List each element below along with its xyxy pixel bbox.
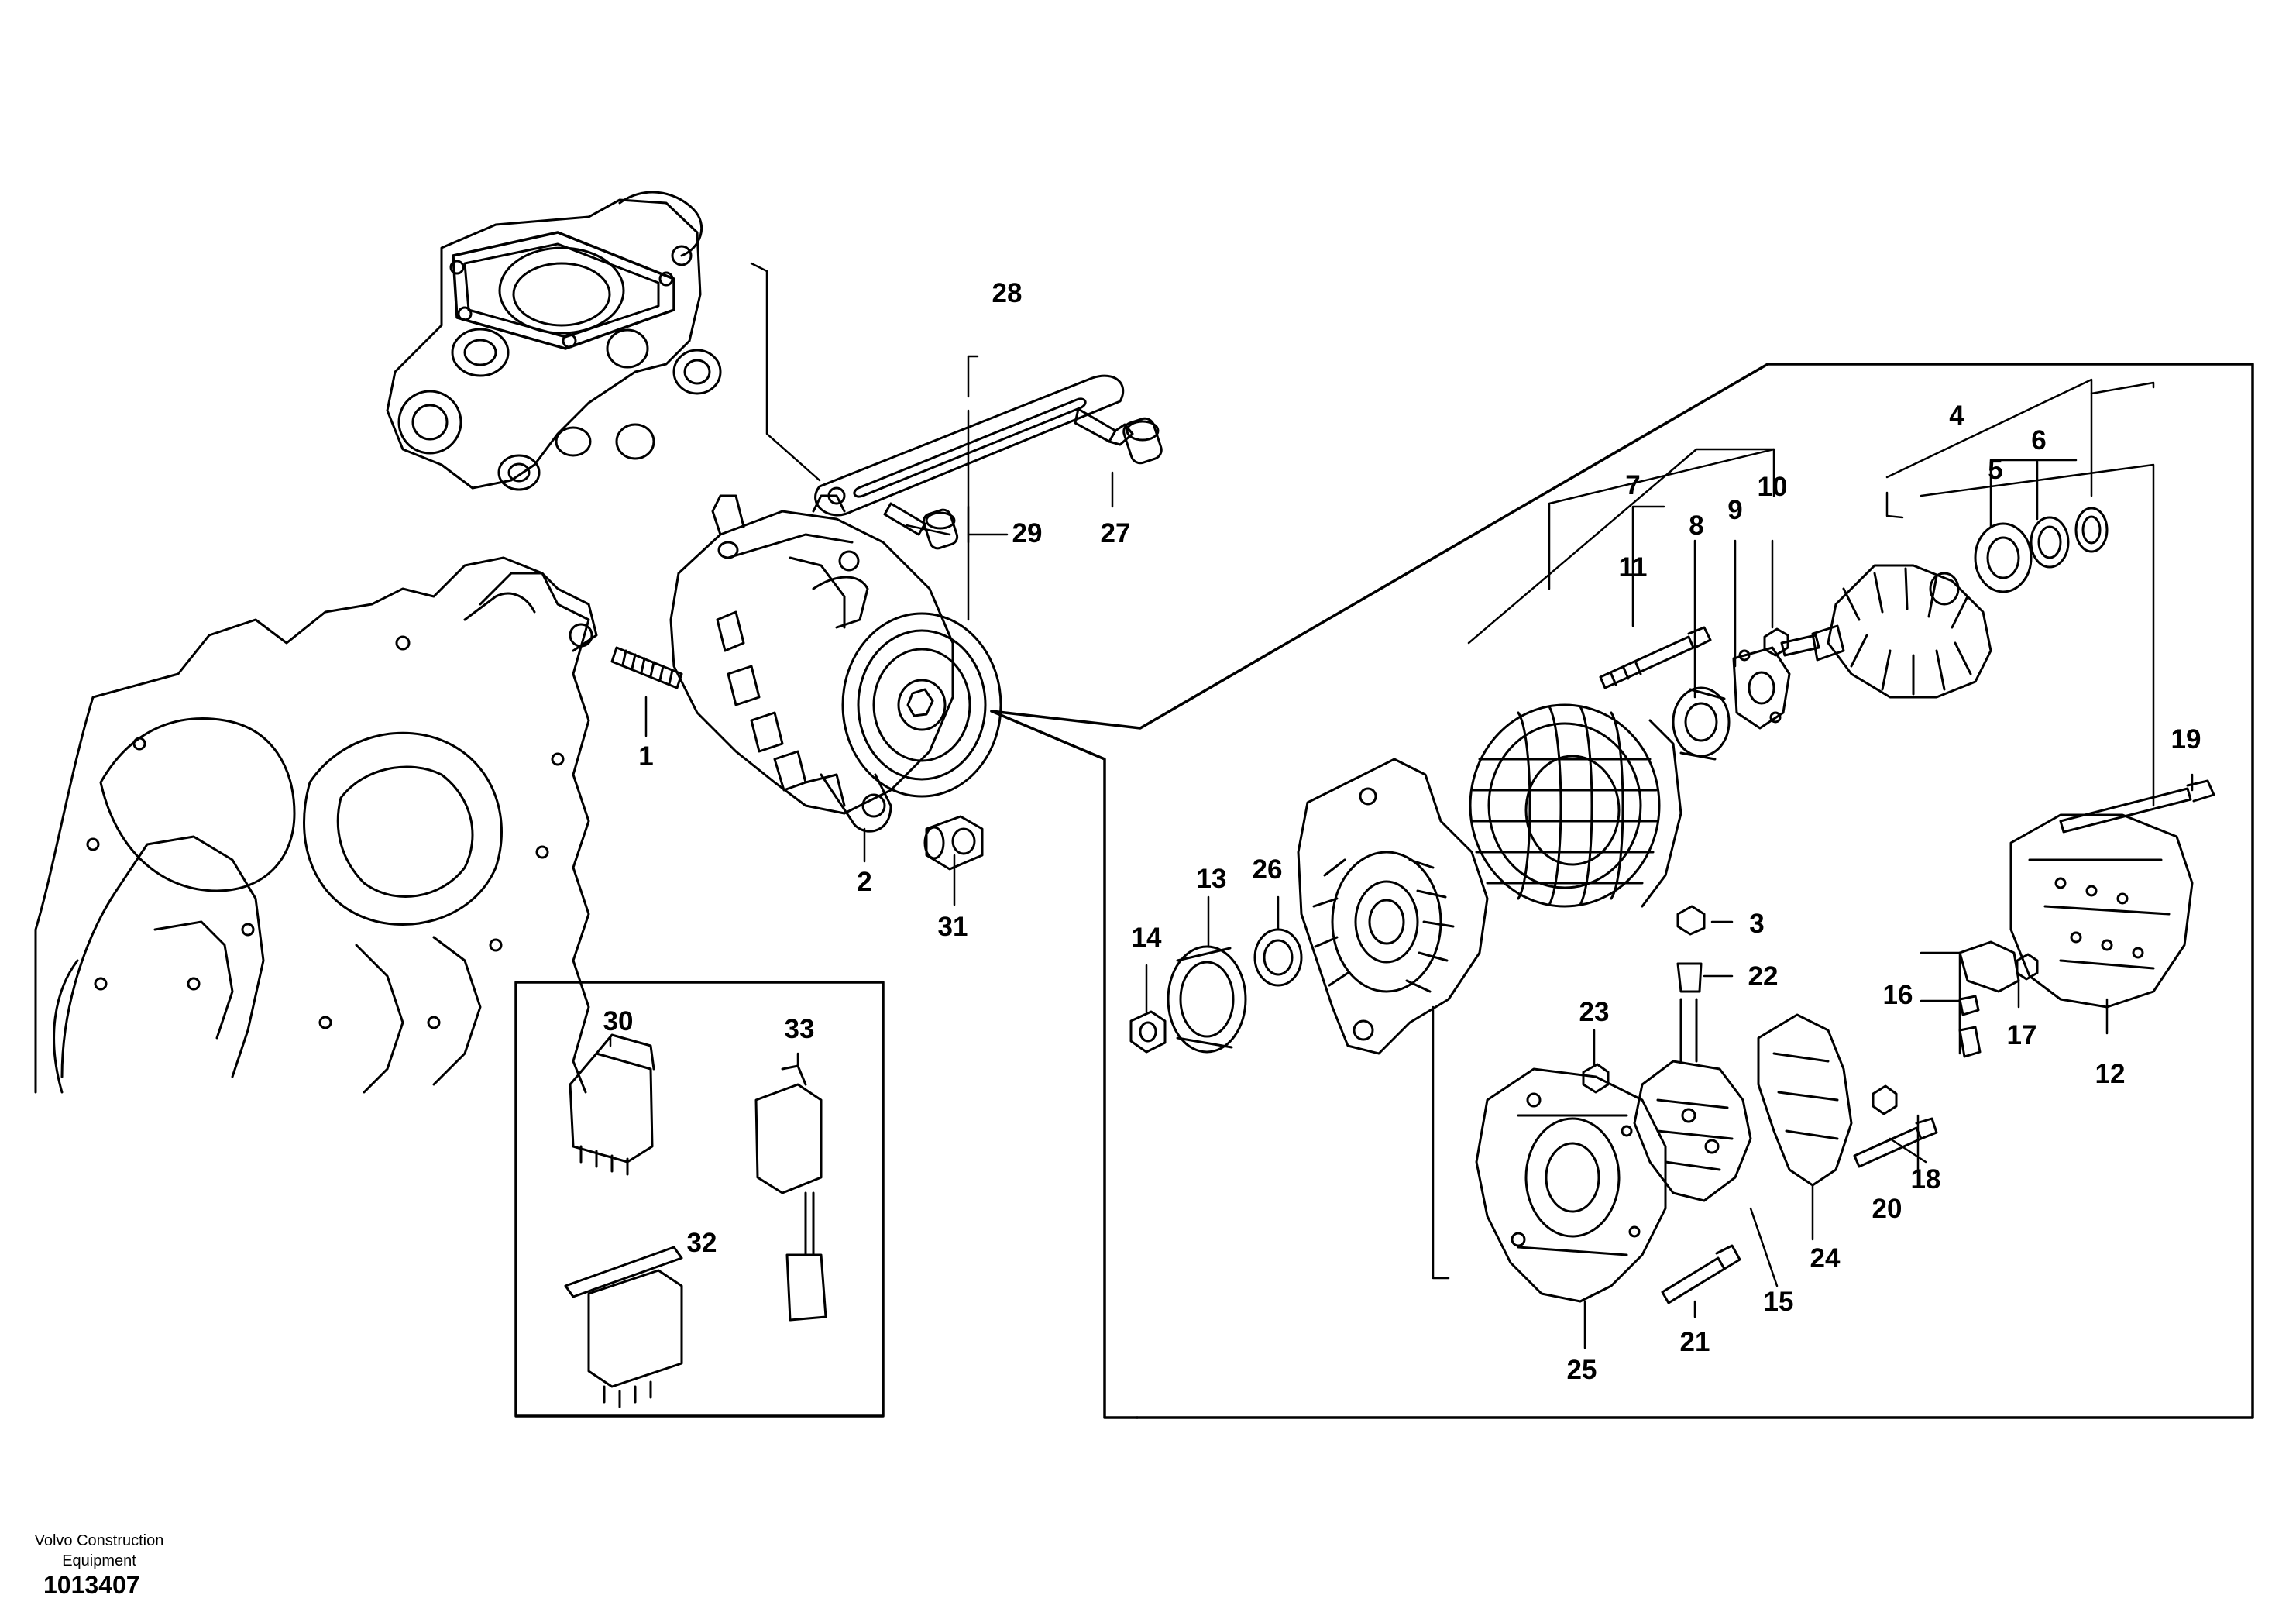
callout-27: 27 (1101, 518, 1131, 548)
callout-21: 21 (1680, 1327, 1710, 1357)
insulator-22-drawing (1676, 962, 1703, 1063)
relay-32-drawing (564, 1246, 683, 1408)
detail-frame-alternator-breakdown (990, 363, 2254, 1419)
callout-14: 14 (1132, 923, 1162, 953)
callout-28: 28 (992, 278, 1023, 308)
regulator-24-drawing (1757, 1013, 1853, 1187)
callout-16: 16 (1883, 980, 1913, 1010)
retainer-plate-9-drawing (1732, 646, 1791, 730)
company-name: Volvo Construction Equipment (22, 1531, 177, 1571)
bearing-5-drawing (1974, 522, 2033, 593)
stud-11-drawing (1599, 626, 1712, 689)
bolt-19-drawing (2059, 779, 2215, 834)
callout-8: 8 (1689, 510, 1703, 541)
document-number: 1013407 (43, 1571, 140, 1599)
callout-24: 24 (1810, 1243, 1841, 1274)
callout-33: 33 (785, 1014, 815, 1044)
end-frame-25-drawing (1475, 1067, 1667, 1303)
screw-17-drawing (2016, 953, 2039, 981)
callout-15: 15 (1764, 1287, 1794, 1317)
callout-6: 6 (2031, 425, 2046, 455)
company-name-line2: Equipment (62, 1552, 136, 1569)
stud-1-drawing (610, 646, 683, 689)
inset-frame-electrical-modules (514, 981, 885, 1418)
stator-drawing (1469, 703, 1682, 908)
callout-4: 4 (1949, 400, 1964, 431)
pulley-13-drawing (1167, 945, 1247, 1054)
relay-30-drawing (569, 1033, 655, 1176)
washer-drawing (2074, 507, 2109, 553)
callout-10: 10 (1758, 472, 1788, 502)
callout-30: 30 (603, 1006, 634, 1036)
terminal-3-drawing (1676, 905, 1706, 936)
callout-26: 26 (1253, 854, 1283, 885)
callout-5: 5 (1988, 455, 2002, 485)
spacer-6-drawing (2030, 516, 2070, 569)
callout-labels: 1 2 31 28 29 27 7 11 8 9 10 4 5 6 19 13 … (603, 278, 2201, 1385)
nut-14-drawing (1129, 1010, 1167, 1054)
callout-7: 7 (1625, 470, 1640, 500)
callout-17: 17 (2007, 1020, 2037, 1050)
controller-33-drawing (754, 1064, 827, 1322)
nut-31-drawing (923, 815, 984, 871)
water-pump-housing-drawing (386, 191, 722, 491)
callout-32: 32 (687, 1228, 717, 1258)
nut-18-drawing (1872, 1084, 1898, 1115)
bolt-27-drawing (1074, 407, 1163, 465)
bolt-20-drawing (1853, 1117, 1938, 1168)
callout-25: 25 (1567, 1355, 1597, 1385)
rectifier-15-drawing (1633, 1060, 1752, 1202)
collar-26-drawing (1253, 928, 1303, 987)
callout-3: 3 (1749, 909, 1764, 939)
alternator-assembly-drawing (669, 494, 1002, 833)
bolt-29-drawing (883, 502, 959, 550)
callout-23: 23 (1579, 997, 1610, 1027)
leader-lines (609, 262, 2194, 1349)
callout-31: 31 (938, 912, 968, 942)
callout-1: 1 (638, 741, 653, 772)
bolt-21-drawing (1661, 1244, 1741, 1304)
front-housing-drawing (1297, 758, 1489, 1055)
callout-20: 20 (1872, 1194, 1902, 1224)
engine-block-drawing (34, 556, 598, 1094)
callout-2: 2 (857, 867, 871, 897)
nut-23-drawing (1582, 1063, 1610, 1094)
rotor-4-drawing (1780, 564, 1992, 699)
callout-13: 13 (1197, 864, 1227, 894)
callout-29: 29 (1012, 518, 1043, 548)
callout-18: 18 (1911, 1164, 1941, 1194)
callout-22: 22 (1748, 961, 1779, 992)
callout-11: 11 (1619, 552, 1648, 583)
callout-19: 19 (2171, 724, 2201, 755)
bearing-8-drawing (1672, 686, 1731, 761)
callout-9: 9 (1727, 495, 1742, 525)
callout-12: 12 (2095, 1059, 2126, 1089)
rear-cover-12-drawing (2009, 813, 2194, 1009)
screw-10-drawing (1763, 627, 1789, 657)
company-name-line1: Volvo Construction (34, 1532, 164, 1549)
